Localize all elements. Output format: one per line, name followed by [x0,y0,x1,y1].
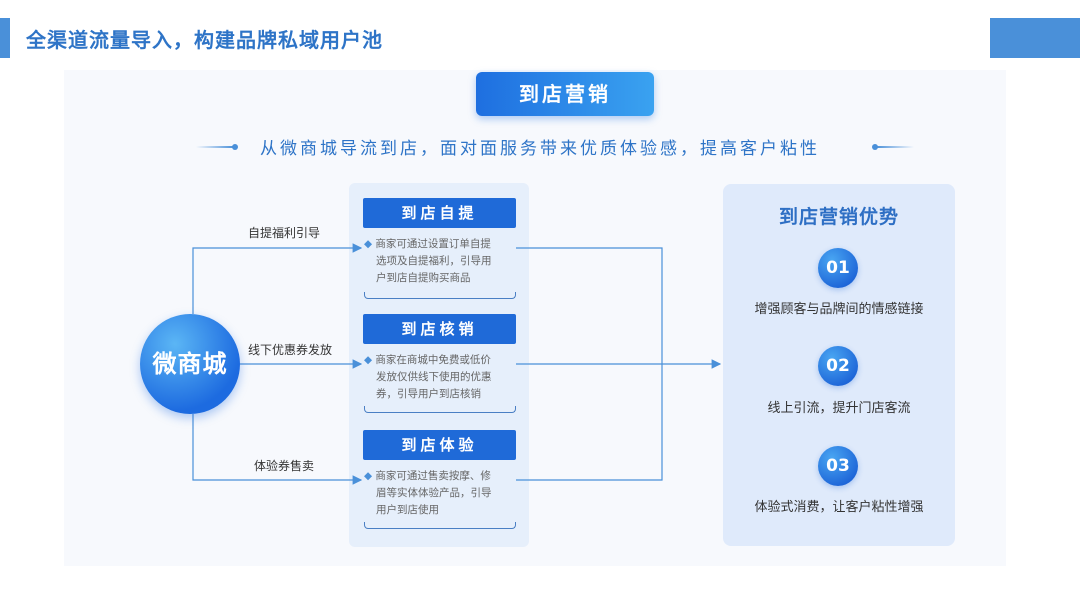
subtitle-dot-right [872,144,878,150]
card-line: ◆ 商家可通过设置订单自提 [364,238,491,250]
card-line: 发放仅供线下使用的优惠 [376,371,492,383]
card-bracket [364,406,516,413]
title-accent-bar [0,18,10,58]
card-title-redeem: 到店核销 [363,314,516,344]
subtitle-line-left [196,146,234,148]
advantage-text: 增强顾客与品牌间的情感链接 [754,302,924,317]
channel-column [349,183,529,547]
subtitle: 从微商城导流到店，面对面服务带来优质体验感，提高客户粘性 [260,139,820,159]
card-bracket [364,522,516,529]
advantage-number: 02 [818,346,858,386]
slide-title: 全渠道流量导入，构建品牌私域用户池 [26,28,383,52]
card-line: 户到店自提购买商品 [376,272,471,284]
branch-line-top [192,243,363,314]
card-body-experience: ◆ 商家可通过售卖按摩、修 眉等实体体验产品，引导 用户到店使用 [364,468,514,519]
card-body-redeem: ◆ 商家在商城中免费或低价 发放仅供线下使用的优惠 券，引导用户到店核销 [364,352,514,403]
card-line: ◆ 商家可通过售卖按摩、修 [364,470,491,482]
banner-title: 到店营销 [476,72,654,116]
branch-label-middle: 线下优惠券发放 [248,343,333,357]
advantage-text: 线上引流，提升门店客流 [767,401,911,416]
advantage-number: 01 [818,248,858,288]
bullet-icon: ◆ [364,354,376,366]
card-line: ◆ 商家在商城中免费或低价 [364,354,491,366]
card-bracket [364,292,516,299]
advantage-number: 03 [818,446,858,486]
card-line: 眉等实体体验产品，引导 [376,487,492,499]
card-line: 用户到店使用 [376,504,439,516]
bullet-icon: ◆ [364,238,376,250]
corner-accent-bar [990,18,1080,58]
card-title-experience: 到店体验 [363,430,516,460]
advantage-text: 体验式消费，让客户粘性增强 [754,500,924,515]
card-line: 选项及自提福利，引导用 [376,255,492,267]
branch-label-top: 自提福利引导 [248,226,321,240]
subtitle-dot-left [232,144,238,150]
card-title-pickup: 到店自提 [363,198,516,228]
card-body-pickup: ◆ 商家可通过设置订单自提 选项及自提福利，引导用 户到店自提购买商品 [364,236,514,287]
branch-line-bottom [192,414,363,485]
branch-label-bottom: 体验券售卖 [254,459,315,473]
advantages-title: 到店营销优势 [778,206,899,228]
card-line: 券，引导用户到店核销 [376,388,481,400]
subtitle-line-right [876,146,914,148]
hub-circle: 微商城 [140,314,240,414]
bullet-icon: ◆ [364,470,376,482]
